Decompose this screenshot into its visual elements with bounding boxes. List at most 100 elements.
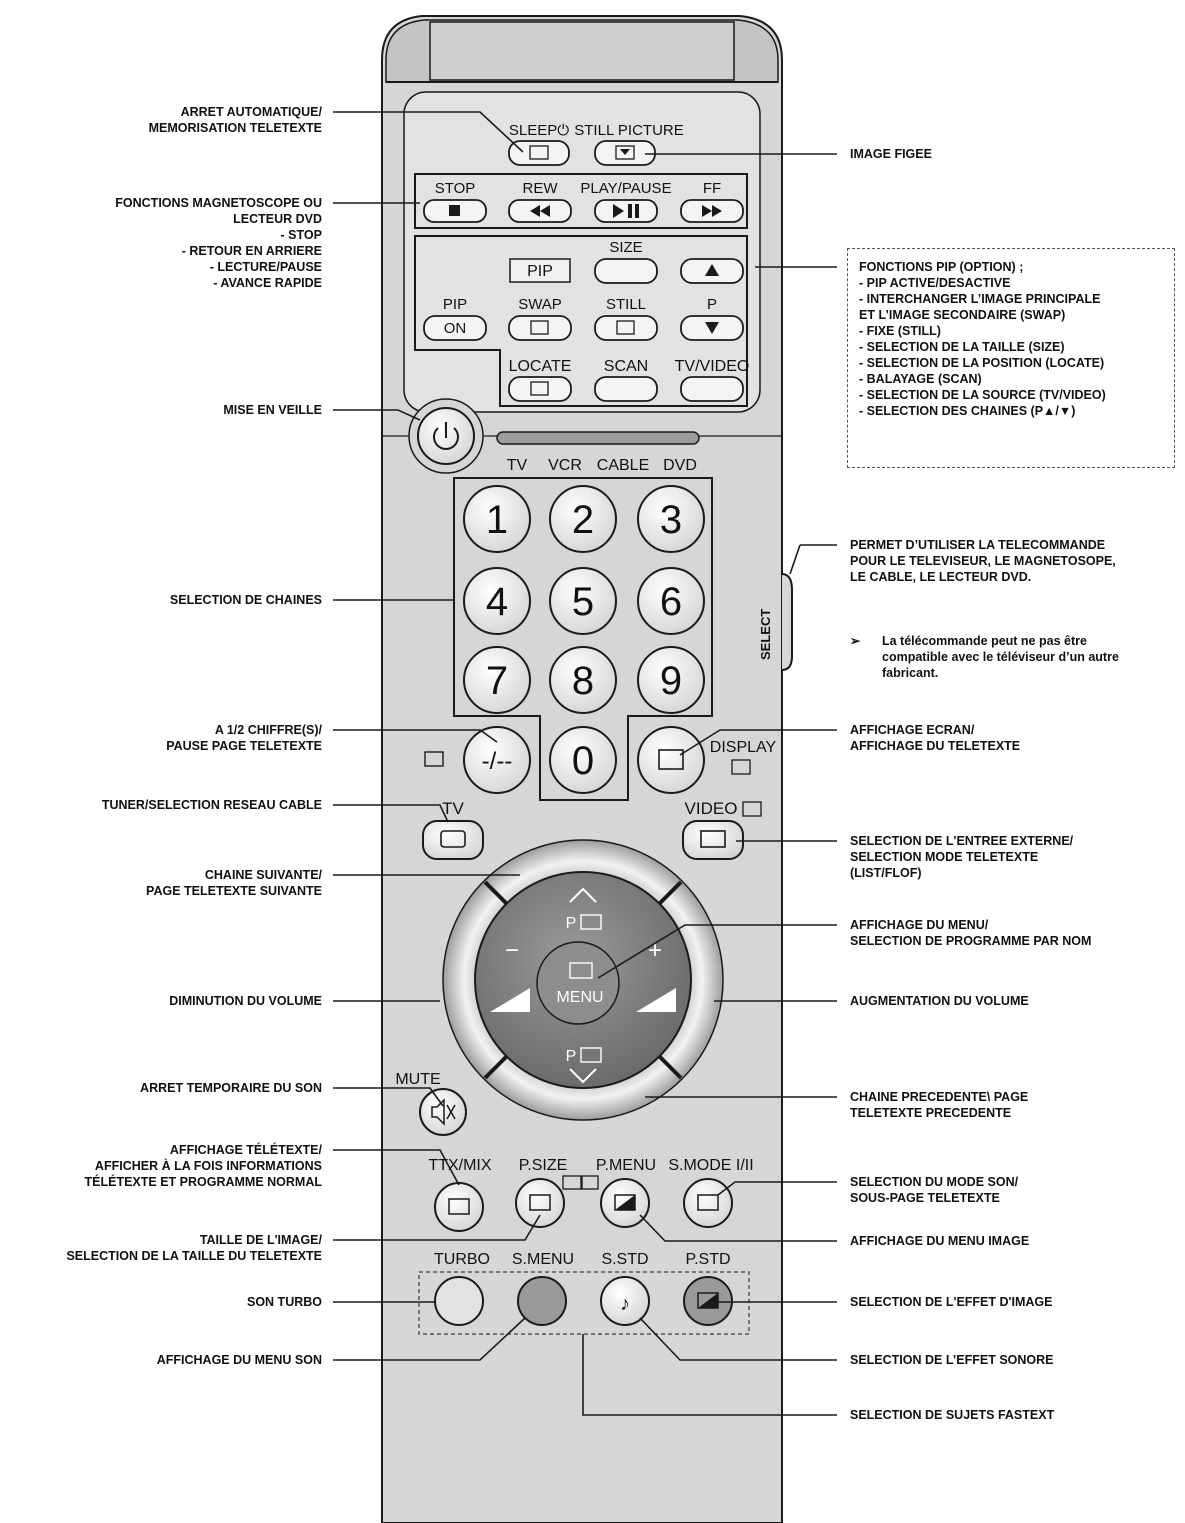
ttx-mix-label: TTX/MIX	[428, 1157, 491, 1174]
s-mode-button[interactable]	[683, 1178, 733, 1228]
swap-label: SWAP	[518, 296, 562, 313]
callout-tuner: TUNER/SELECTION RESEAU CABLE	[101, 798, 322, 812]
callout-volume-down: DIMINUTION DU VOLUME	[169, 994, 322, 1008]
menu-button[interactable]	[536, 941, 620, 1025]
callout-picture-effect: SELECTION DE L'EFFET D'IMAGE	[850, 1295, 1053, 1309]
video-label: VIDEO	[685, 799, 738, 818]
pip-top-label: PIP	[443, 296, 467, 313]
fastext-group	[418, 1271, 750, 1335]
music-note-icon: ♪	[620, 1293, 630, 1315]
digit-label: 4	[486, 580, 508, 624]
p-label: P	[707, 296, 717, 313]
chevron-down-icon	[569, 1068, 597, 1084]
still-picture-label: STILL PICTURE	[574, 122, 683, 139]
pip-group	[414, 235, 748, 407]
volume-down-icon	[490, 988, 530, 1012]
display-label: DISPLAY	[710, 739, 777, 756]
callout-picture-size: TAILLE DE L'IMAGE/ SELECTION DE LA TAILL…	[66, 1233, 322, 1263]
sleep-button[interactable]	[508, 140, 570, 166]
pip-label-box	[509, 258, 571, 283]
size-button[interactable]	[594, 258, 658, 284]
swap-button[interactable]	[508, 315, 572, 341]
s-mode-label: S.MODE I/II	[668, 1157, 753, 1174]
select-label: SELECT	[758, 609, 773, 660]
digit-button-0[interactable]: 0	[549, 726, 617, 794]
digit-button-5[interactable]: 5	[549, 567, 617, 635]
s-std-button[interactable]	[600, 1276, 650, 1326]
pip-on-label: ON	[444, 320, 467, 337]
locate-icon	[530, 381, 549, 396]
vcr-group	[414, 173, 748, 229]
callout-digits: A 1/2 CHIFFRE(S)/ PAUSE PAGE TELETEXTE	[166, 723, 322, 753]
tv-video-label: TV/VIDEO	[675, 358, 750, 375]
p-size-button[interactable]	[515, 1178, 565, 1228]
still-label: STILL	[606, 296, 646, 313]
teletext-prev-icon	[580, 1047, 602, 1063]
video-button[interactable]	[682, 820, 744, 860]
teletext-hold-icon	[424, 751, 444, 767]
display-sub-icon	[731, 759, 751, 775]
p-down-label: P	[566, 1048, 577, 1065]
mode-vcr-label: VCR	[548, 457, 582, 474]
teletext-zoom-icon	[529, 1194, 551, 1211]
dash-button[interactable]: -/--	[463, 726, 531, 794]
callout-turbo: SON TURBO	[247, 1295, 322, 1309]
top-panel	[403, 91, 761, 413]
down-triangle-icon	[705, 322, 719, 334]
select-slider[interactable]	[781, 573, 793, 671]
digit-button-9[interactable]: 9	[637, 646, 705, 714]
digit-button-7[interactable]: 7	[463, 646, 531, 714]
digit-label: 6	[660, 580, 682, 624]
mode-indicator-bar	[496, 431, 700, 445]
note-text: La télécommande peut ne pas être compati…	[882, 634, 1119, 680]
digit-label: 9	[660, 659, 682, 703]
teletext-icon	[448, 1198, 470, 1215]
callout-sound-effect: SELECTION DE L’EFFET SONORE	[850, 1353, 1054, 1367]
digit-label: 0	[572, 739, 594, 783]
ff-label: FF	[703, 180, 721, 197]
digit-button-1[interactable]: 1	[463, 485, 531, 553]
s-menu-label: S.MENU	[512, 1251, 574, 1268]
mode-dvd-label: DVD	[663, 457, 697, 474]
callout-teletext-mix: AFFICHAGE TÉLÉTEXTE/ AFFICHER À LA FOIS …	[84, 1143, 323, 1189]
callout-menu: AFFICHAGE DU MENU/ SELECTION DE PROGRAMM…	[850, 918, 1092, 948]
callout-volume-up: AUGMENTATION DU VOLUME	[850, 994, 1029, 1008]
digit-button-3[interactable]: 3	[637, 485, 705, 553]
mute-button[interactable]	[419, 1088, 467, 1136]
play-pause-button[interactable]	[594, 199, 658, 223]
tv-video-button[interactable]	[680, 376, 744, 402]
p-menu-label: P.MENU	[596, 1157, 656, 1174]
teletext-list-icon	[700, 830, 726, 848]
plus-label: +	[648, 937, 662, 964]
volume-up-icon	[636, 988, 676, 1012]
callout-external-input: SELECTION DE L'ENTREE EXTERNE/ SELECTION…	[850, 834, 1074, 880]
display-button[interactable]	[637, 726, 705, 794]
digit-button-2[interactable]: 2	[549, 485, 617, 553]
callout-still-picture: IMAGE FIGEE	[850, 147, 932, 161]
callout-channel-up: CHAINE SUIVANTE/ PAGE TELETEXTE SUIVANTE	[146, 868, 322, 898]
minus-label: −	[505, 937, 519, 964]
mute-icon	[431, 1098, 445, 1126]
callout-fastext: SELECTION DE SUJETS FASTEXT	[850, 1408, 1055, 1422]
size-label: SIZE	[609, 239, 642, 256]
digit-label: 8	[572, 659, 594, 703]
ttx-mix-button[interactable]	[434, 1182, 484, 1232]
callout-picture-menu: AFFICHAGE DU MENU IMAGE	[850, 1234, 1030, 1248]
callout-channel-select: SELECTION DE CHAINES	[169, 593, 322, 607]
locate-button[interactable]	[508, 376, 572, 402]
digit-button-6[interactable]: 6	[637, 567, 705, 635]
tv-button[interactable]	[422, 820, 484, 860]
still-button[interactable]	[594, 315, 658, 341]
sound-mode-icon	[697, 1194, 719, 1211]
digit-button-8[interactable]: 8	[549, 646, 617, 714]
pip-on-button[interactable]	[423, 315, 487, 341]
menu-label: MENU	[556, 989, 603, 1006]
s-std-label: S.STD	[601, 1251, 648, 1268]
scan-button[interactable]	[594, 376, 658, 402]
ff-icon	[702, 205, 722, 217]
turbo-button[interactable]	[434, 1276, 484, 1326]
mode-tv-label: TV	[507, 457, 528, 474]
mode-cable-label: CABLE	[597, 457, 649, 474]
digit-button-4[interactable]: 4	[463, 567, 531, 635]
s-menu-button[interactable]	[517, 1276, 567, 1326]
